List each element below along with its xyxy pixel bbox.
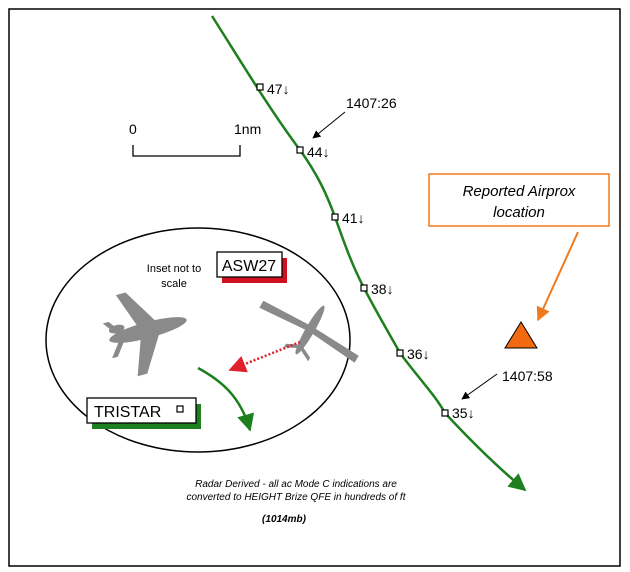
tristar-label: TRISTAR — [94, 404, 161, 421]
asw-label-box — [216, 251, 283, 278]
airprox-label-line1: Reported Airprox — [463, 183, 576, 200]
track-point-marker — [331, 213, 339, 221]
caption-line1: Radar Derived - all ac Mode C indication… — [195, 479, 397, 490]
inset-ellipse — [45, 227, 351, 453]
airprox-label-box — [428, 173, 610, 227]
track-point-label: 47↓ — [267, 81, 290, 97]
caption-line2: converted to HEIGHT Brize QFE in hundred… — [187, 492, 407, 503]
track-point-label: 35↓ — [452, 405, 475, 421]
inset-note-line1: Inset not to — [147, 263, 201, 275]
tristar-silhouette — [102, 292, 187, 377]
asw-label: ASW27 — [222, 258, 276, 275]
airprox-pointer — [536, 231, 579, 322]
asw-direction-arrow — [228, 340, 301, 373]
track-point-marker — [360, 284, 368, 292]
time-label-2: 1407:58 — [502, 368, 553, 384]
inset-note-line2: scale — [161, 278, 187, 290]
scale-zero-label: 0 — [129, 121, 137, 137]
time-pointer-2 — [461, 373, 498, 400]
frame — [8, 8, 621, 567]
scale-bar — [132, 145, 241, 157]
tristar-direction-arrow — [197, 366, 255, 432]
time-pointer-1 — [312, 111, 346, 139]
track-point-marker — [441, 409, 449, 417]
airprox-triangle — [504, 321, 538, 349]
scale-one-label: 1nm — [234, 121, 261, 137]
asw-silhouette — [259, 300, 359, 363]
track-point-label: 41↓ — [342, 210, 365, 226]
track-point-label: 44↓ — [307, 144, 330, 160]
track-point-marker — [296, 146, 304, 154]
track-point-label: 38↓ — [371, 281, 394, 297]
airprox-label-line2: location — [493, 204, 545, 221]
caption-line3: (1014mb) — [262, 514, 307, 525]
track-point-label: 36↓ — [407, 346, 430, 362]
track-point-marker — [256, 83, 264, 91]
track-point-marker — [396, 349, 404, 357]
time-label-1: 1407:26 — [346, 95, 397, 111]
tristar-marker — [176, 405, 184, 413]
